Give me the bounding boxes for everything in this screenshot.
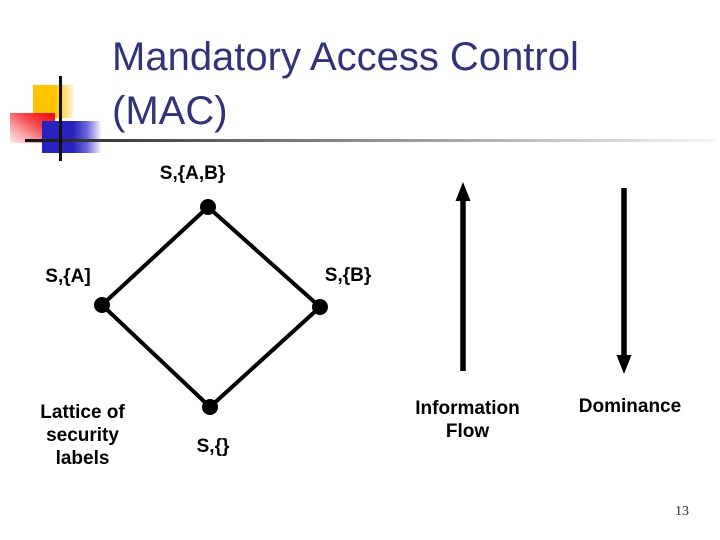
information-flow-arrow (455, 182, 471, 371)
lattice-caption-line2: security (46, 425, 119, 446)
information-flow-label: Information Flow (395, 397, 540, 443)
lattice-node-label-bottom: S,{} (196, 436, 230, 457)
lattice-node-label-right: S,{B} (324, 265, 372, 286)
lattice-node-left (94, 297, 110, 313)
logo-blue-square (42, 121, 102, 153)
slide-title-line2: (MAC) (112, 89, 228, 133)
dominance-label: Dominance (560, 395, 700, 418)
dominance-arrow (616, 188, 632, 374)
lattice-node-label-top: S,{A,B} (159, 163, 226, 184)
logo-vertical-line (59, 76, 62, 161)
dominance-label-line1: Dominance (578, 396, 682, 417)
lattice-edge-left-bottom (100, 303, 212, 409)
information-flow-label-line1: Information (415, 398, 520, 419)
lattice-edge-top-left (100, 205, 210, 307)
lattice-caption-line1: Lattice of (40, 402, 125, 423)
lattice-edge-top-right (206, 205, 322, 309)
lattice-caption-line3: labels (55, 448, 110, 469)
lattice-caption: Lattice of security labels (25, 401, 140, 470)
title-divider-line (25, 139, 715, 142)
lattice-node-bottom (202, 399, 218, 415)
lattice-node-label-left: S,{A] (45, 266, 91, 287)
lattice-edge-right-bottom (208, 305, 322, 409)
information-flow-label-line2: Flow (445, 421, 490, 442)
lattice-node-right (312, 299, 328, 315)
slide-title: Mandatory Access Control (MAC) (112, 30, 672, 138)
logo-yellow-square (33, 85, 73, 118)
lattice-node-top (200, 199, 216, 215)
page-number: 13 (675, 504, 689, 519)
slide-title-line1: Mandatory Access Control (112, 35, 579, 79)
